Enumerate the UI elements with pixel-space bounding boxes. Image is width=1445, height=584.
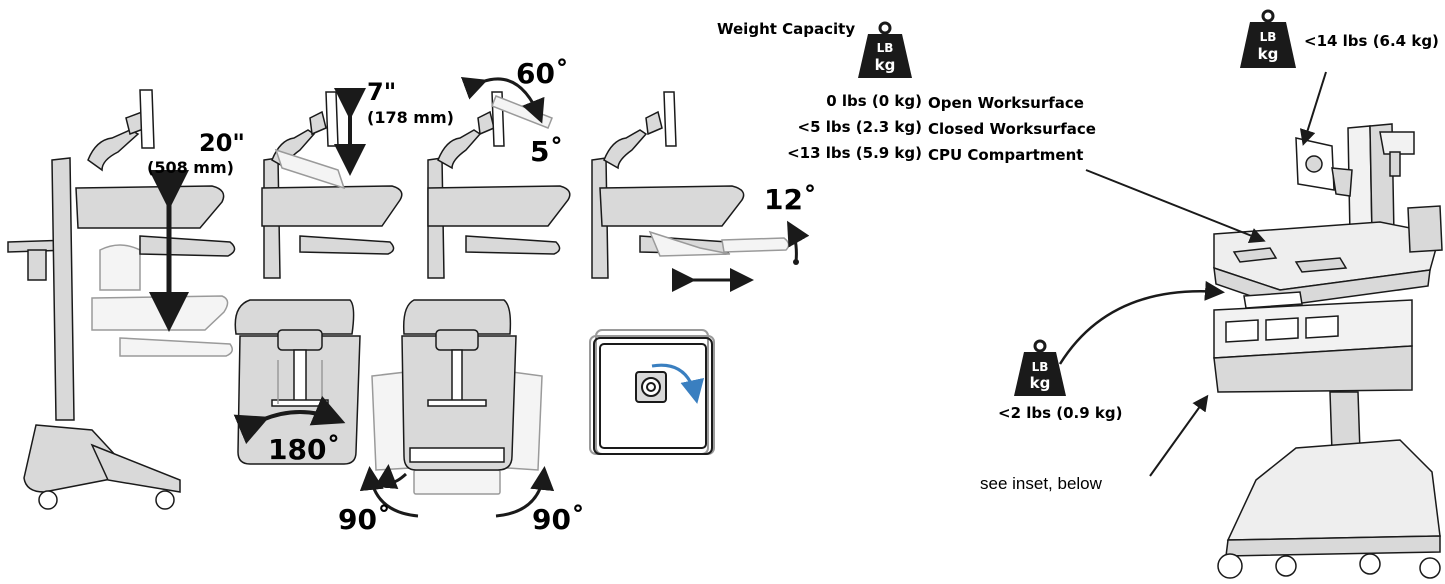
monitor-rotation-view <box>589 329 715 455</box>
weight-value-cpu: <13 lbs (5.9 kg) <box>787 144 922 162</box>
swivel-arrow <box>233 395 346 445</box>
weight-icon: LB kg <box>1240 9 1296 68</box>
weight-desc-open: Open Worksurface <box>928 94 1084 112</box>
height-inches-label: 20" <box>199 129 245 157</box>
monitor-pointer <box>1299 71 1327 146</box>
weight-value-closed: <5 lbs (2.3 kg) <box>797 118 922 136</box>
inset-note: see inset, below <box>980 474 1102 493</box>
weight-icon-top-text: LB <box>1260 30 1277 44</box>
drawer-weight-label: <2 lbs (0.9 kg) <box>998 404 1123 422</box>
keyboard-right-label: 90˚ <box>532 503 585 536</box>
tilt-mm-label: (178 mm) <box>367 108 454 127</box>
rotation-arrow <box>651 363 705 404</box>
monitor-tilt-down-label: 5˚ <box>530 135 564 168</box>
weight-icon-top-text: LB <box>877 41 894 55</box>
weight-icon-bottom-text: kg <box>1030 374 1051 392</box>
weight-capacity-title: Weight Capacity <box>717 20 856 38</box>
weight-icon-top-text: LB <box>1032 360 1049 374</box>
monitor-weight-label: <14 lbs (6.4 kg) <box>1304 32 1439 50</box>
tilt-inches-label: 7" <box>367 78 397 106</box>
weight-icon: LB kg <box>858 21 912 78</box>
weight-icon-bottom-text: kg <box>1258 45 1279 63</box>
keyboard-tilt-arrow <box>787 220 810 263</box>
keyboard-left-label: 90˚ <box>338 503 391 536</box>
monitor-tilt-arrow <box>460 76 545 124</box>
inset-pointer <box>1149 394 1209 477</box>
rotate-left-arrow <box>374 464 408 490</box>
cart-perspective-view <box>1213 123 1443 579</box>
weight-icon: LB kg <box>1014 339 1066 396</box>
monitor-tilt-up-label: 60˚ <box>516 57 569 90</box>
worksurface-pointer <box>1085 169 1266 243</box>
weight-value-open: 0 lbs (0 kg) <box>826 92 922 110</box>
swivel-label: 180˚ <box>268 433 341 466</box>
height-mm-label: (508 mm) <box>147 158 234 177</box>
weight-desc-closed: Closed Worksurface <box>928 120 1096 138</box>
cart-keyboard-tilt-view <box>591 91 790 279</box>
keyboard-tilt-label: 12˚ <box>764 183 817 216</box>
weight-icon-bottom-text: kg <box>875 56 896 74</box>
cart-tilt-view <box>261 91 403 279</box>
weight-desc-cpu: CPU Compartment <box>928 146 1084 164</box>
top-view-keyboard-rotation <box>371 299 543 495</box>
rotate-right-arrow <box>495 466 555 518</box>
drawer-pointer <box>1058 280 1225 365</box>
